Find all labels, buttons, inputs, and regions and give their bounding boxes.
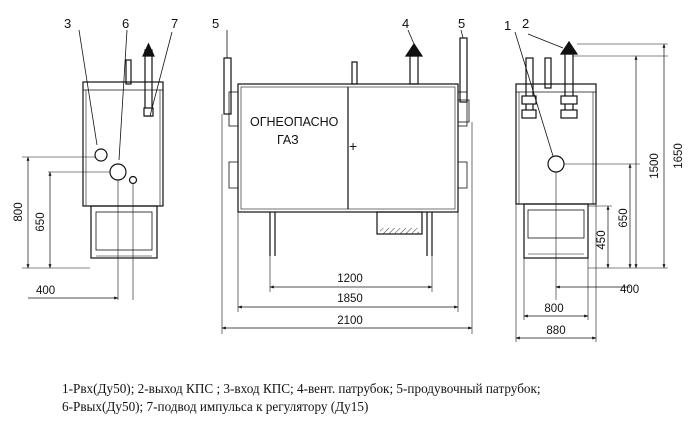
callout-1: 1	[504, 18, 511, 33]
legend-line-1: 1-Рвх(Ду50); 2-выход КПС ; 3-вход КПС; 4…	[62, 381, 541, 396]
front-view-labels: 5 4 5 ОГНЕОПАСНО ГАЗ + 1200 1850 2100	[212, 16, 465, 327]
front-view	[221, 29, 473, 334]
right-outlet-pipe	[564, 53, 574, 117]
callout-2: 2	[522, 16, 529, 31]
dim-label-800-right: 800	[544, 303, 563, 315]
front-purge-pipe-left	[223, 57, 232, 115]
left-vent-pipe	[144, 49, 153, 117]
left-pipe	[125, 59, 132, 85]
right-view-labels: 1 2 1650 1500 650 450 400 800 880	[504, 16, 685, 337]
dim-label-880: 880	[546, 325, 565, 337]
dim-label-2100: 2100	[337, 315, 363, 327]
left-base	[90, 205, 158, 259]
dim-label-1850: 1850	[337, 293, 363, 305]
right-middle-pipe	[544, 57, 552, 89]
front-vent-cap	[404, 42, 424, 57]
right-vent-cap	[559, 40, 579, 55]
dim-label-1500: 1500	[649, 153, 661, 179]
callout-7: 7	[171, 16, 178, 31]
front-center-pipe	[351, 61, 358, 85]
left-view-labels: 3 6 7 800 650 400	[13, 16, 178, 297]
dim-label-650-right: 650	[618, 208, 630, 227]
left-outlet-circle-large	[109, 163, 127, 181]
left-view	[22, 29, 173, 300]
front-purge-pipe-right	[459, 37, 468, 103]
front-cabinet-body	[237, 83, 459, 213]
right-view	[514, 31, 668, 342]
callout-6: 6	[122, 16, 129, 31]
legend-line-2: 6-Рвых(Ду50); 7-подвод импульса к регуля…	[62, 399, 369, 414]
dim-label-400-right: 400	[620, 284, 639, 296]
door-warning-line-2: ГАЗ	[277, 133, 299, 147]
dim-label-450: 450	[596, 230, 608, 249]
callout-5-left: 5	[212, 16, 219, 31]
dim-label-650-left: 650	[35, 212, 47, 231]
callout-3: 3	[64, 16, 71, 31]
callout-4: 4	[402, 16, 409, 31]
dim-label-1650: 1650	[673, 143, 685, 169]
door-handle-mark: +	[349, 138, 357, 154]
left-impulse-circle	[128, 175, 138, 185]
dim-label-1200: 1200	[337, 273, 363, 285]
left-outlet-circle-small	[94, 148, 108, 162]
dim-label-800: 800	[13, 202, 25, 221]
right-inlet-circle	[547, 155, 565, 173]
door-warning-line-1: ОГНЕОПАСНО	[250, 115, 339, 129]
dim-label-400-left: 400	[36, 285, 55, 297]
front-vent-pipe	[409, 55, 419, 85]
left-vent-cap	[142, 42, 155, 57]
callout-5-right: 5	[458, 16, 465, 31]
